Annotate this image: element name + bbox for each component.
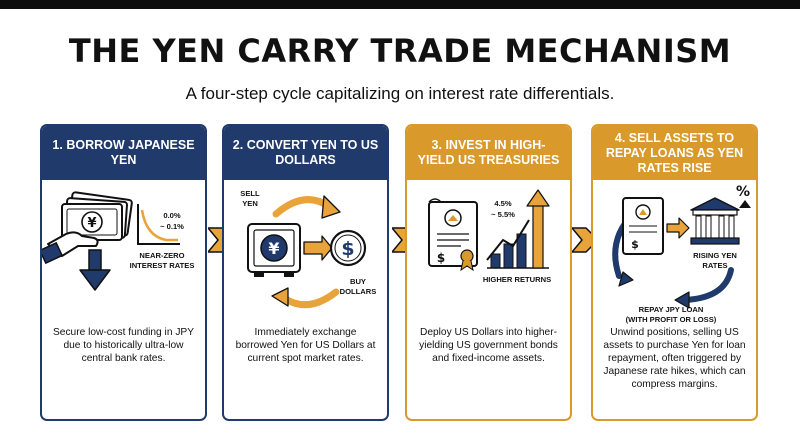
dollar-symbol: $: [631, 238, 639, 251]
down-arrow-icon: [79, 249, 111, 291]
step-3-description: Deploy US Dollars into higher-yielding U…: [419, 327, 558, 364]
page-title: THE YEN CARRY TRADE MECHANISM: [68, 32, 732, 70]
dollar-coin-icon: $: [329, 229, 367, 267]
percent-symbol: %: [736, 184, 750, 200]
rate-label-low: 0.0%: [163, 211, 181, 220]
rate-label-high: ~ 5.5%: [491, 210, 515, 219]
step-2-illustration: SELL YEN ¥ $ BUY DOLLARS: [240, 189, 377, 309]
buy-label: BUY: [350, 277, 366, 286]
step-1-description: Secure low-cost funding in JPY due to hi…: [53, 327, 194, 364]
exchange-arrows-icon: [271, 195, 341, 309]
step-3-heading: 3. INVEST IN HIGH-YIELD US TREASURIES: [407, 126, 570, 180]
step-2-panel: 2. CONVERT YEN TO US DOLLARS SELL YEN ¥ …: [222, 124, 389, 421]
rates-label: RATES: [702, 261, 727, 270]
step-4-panel: 4. SELL ASSETS TO REPAY LOANS AS YEN RAT…: [591, 124, 758, 421]
low-rate-line-chart-icon: [137, 204, 180, 245]
step-4-illustration: $ % RISING YEN RATES REPAY JPY LOAN (WIT…: [612, 184, 751, 324]
dollar-symbol: $: [341, 238, 354, 260]
dollar-symbol: $: [437, 251, 445, 265]
yen-symbol: ¥: [268, 239, 279, 258]
step-3-panel: 3. INVEST IN HIGH-YIELD US TREASURIES $ …: [405, 124, 572, 421]
step-1-illustration: ¥ 0.0% ~ 0.1% NEAR-ZERO INTEREST RATES: [42, 191, 195, 291]
step-2-heading: 2. CONVERT YEN TO US DOLLARS: [224, 126, 387, 180]
step-4-heading: 4. SELL ASSETS TO REPAY LOANS AS YEN RAT…: [593, 126, 756, 180]
rate-label-high: ~ 0.1%: [160, 222, 184, 231]
yen-label: YEN: [242, 199, 258, 208]
repay-loan-label: REPAY JPY LOAN: [639, 305, 704, 314]
step-4-description: Unwind positions, selling US assets to p…: [603, 327, 746, 390]
top-bar: [0, 0, 800, 9]
rising-bar-chart-icon: [486, 189, 550, 269]
bank-building-icon: [690, 197, 740, 245]
step-3-illustration: $ 4.5% ~ 5.5% HIGHER RETURNS: [428, 189, 551, 284]
dollars-label: DOLLARS: [340, 287, 377, 296]
hand-holding-yen-banknotes-icon: ¥: [42, 191, 133, 265]
step-1-heading: 1. BORROW JAPANESE YEN: [42, 126, 205, 180]
rate-label-low: 4.5%: [494, 199, 512, 208]
near-zero-label: NEAR-ZERO: [139, 251, 184, 260]
profit-or-loss-label: (WITH PROFIT OR LOSS): [626, 315, 717, 324]
step-1-panel: 1. BORROW JAPANESE YEN ¥ 0.0% ~ 0.1% NEA…: [40, 124, 207, 421]
bond-certificate-icon: $: [622, 197, 664, 255]
treasury-bond-certificate-icon: $: [428, 198, 478, 272]
page-subtitle: A four-step cycle capitalizing on intere…: [185, 84, 615, 103]
interest-rates-label: INTEREST RATES: [130, 261, 195, 270]
svg-text:¥: ¥: [87, 216, 96, 231]
step-2-description: Immediately exchange borrowed Yen for US…: [235, 327, 376, 364]
yen-safe-icon: ¥: [247, 223, 301, 277]
higher-returns-label: HIGHER RETURNS: [483, 275, 551, 284]
rising-yen-label: RISING YEN: [693, 251, 737, 260]
sell-label: SELL: [240, 189, 260, 198]
